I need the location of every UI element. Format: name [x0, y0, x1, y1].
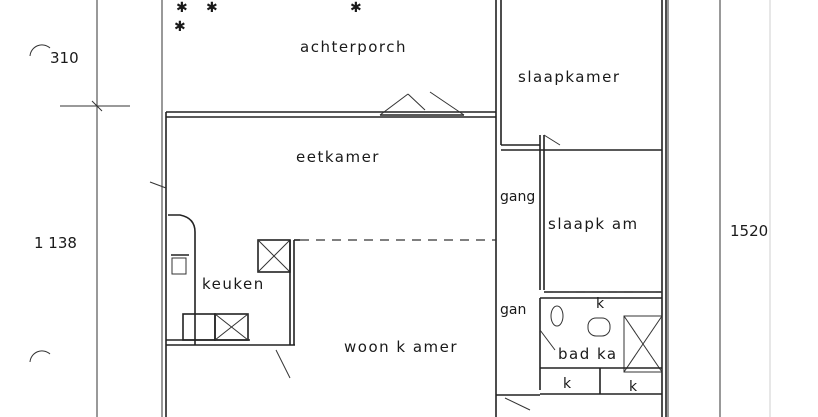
room-label-woonkamer: woon k amer: [344, 338, 458, 356]
punch-hole-bottom: [29, 350, 51, 363]
room-label-achterporch: achterporch: [300, 38, 407, 56]
room-label-eetkamer: eetkamer: [296, 148, 380, 166]
svg-text:✱: ✱: [350, 0, 362, 16]
room-label-gan: gan: [500, 302, 526, 318]
porch-plant-icons: ✱ ✱ ✱ ✱: [174, 0, 362, 35]
closet-label-bottom-right: k: [629, 379, 638, 395]
room-label-slaapkamer: slaapkamer: [518, 68, 621, 86]
closet-label-bottom-left: k: [563, 376, 572, 392]
scan-edge-lines: [96, 0, 771, 417]
closet-label-top: k: [596, 296, 605, 312]
dimension-top-left: 310: [50, 49, 79, 67]
bottom-door-hints: [275, 349, 540, 411]
room-label-keuken: keuken: [202, 275, 265, 293]
room-label-badkamer: bad ka: [558, 345, 618, 363]
punch-hole-top: [29, 44, 51, 57]
chimney-symbol: [257, 239, 295, 345]
room-label-slaapkam: slaapk am: [548, 215, 639, 233]
svg-text:✱: ✱: [174, 19, 186, 35]
bedroom-walls: [501, 134, 662, 293]
dimension-mid-left: 1 138: [34, 234, 77, 252]
porch-door-symbol: [379, 91, 465, 116]
dimension-ticks: [60, 100, 130, 112]
svg-text:✱: ✱: [206, 0, 218, 16]
kitchen-walls: [149, 181, 295, 346]
dimension-right: 1520: [730, 222, 768, 240]
bathroom-walls: [539, 297, 663, 395]
svg-text:✱: ✱: [176, 0, 188, 16]
room-label-gang: gang: [500, 189, 535, 205]
